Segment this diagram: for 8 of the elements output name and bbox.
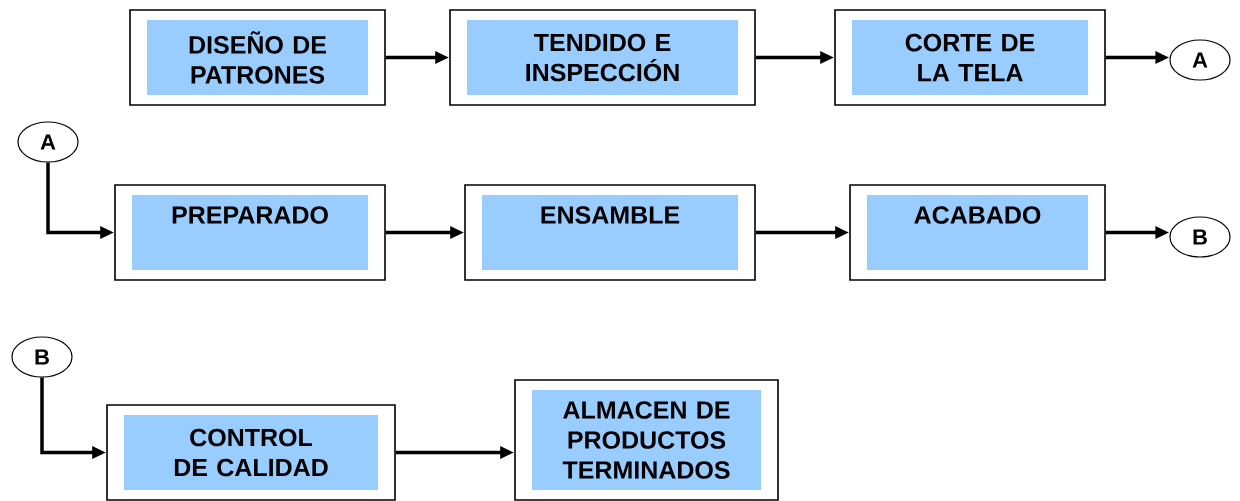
process-box: CORTE DE LA TELA [834,9,1106,106]
process-box: TENDIDO E INSPECCIÓN [449,9,756,106]
process-box: ENSAMBLE [464,184,756,281]
process-box: PREPARADO [114,184,386,281]
process-box: CONTROL DE CALIDAD [106,404,396,501]
process-box: ALMACEN DE PRODUCTOS TERMINADOS [514,379,779,501]
process-box: DISEÑO DE PATRONES [129,9,386,106]
process-box: ACABADO [849,184,1106,281]
